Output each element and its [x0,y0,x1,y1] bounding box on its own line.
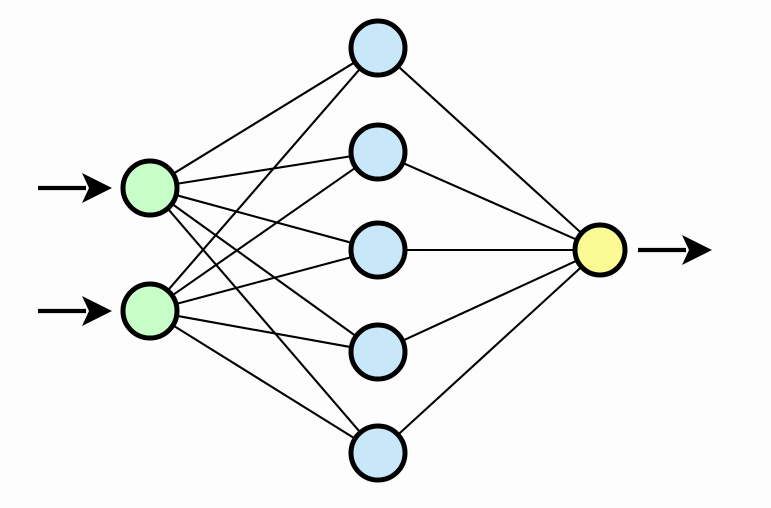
output-arrow-1-head [682,235,712,265]
hidden-node-3[interactable] [348,220,408,280]
edge-i1-h3 [173,193,355,245]
input-arrow-1 [38,173,112,203]
input-arrow-2-head [82,296,112,326]
edge-i2-h1 [165,65,363,294]
edge-group [165,60,585,441]
edge-i1-h2 [173,154,355,186]
hidden-node-2[interactable] [348,122,408,182]
io-arrow-group [38,173,712,326]
edge-i1-h4 [169,201,359,339]
hidden-node-4[interactable] [348,322,408,382]
hidden-node-5[interactable] [348,423,408,483]
edge-h2-o1 [399,161,581,242]
output-node-1[interactable] [572,222,628,278]
edge-i2-h4 [173,314,355,349]
node-group [120,18,628,483]
input-node-1[interactable] [120,158,180,218]
input-node-2[interactable] [120,281,180,341]
edge-h1-o1 [395,63,585,236]
edge-i1-h5 [165,205,363,436]
edge-i1-h1 [170,60,358,176]
edge-h5-o1 [395,264,585,438]
hidden-node-1[interactable] [348,18,408,78]
input-arrow-2 [38,296,112,326]
edge-i2-h5 [170,323,358,441]
edge-i2-h3 [173,255,355,306]
edge-i2-h2 [169,165,359,298]
input-arrow-1-head [82,173,112,203]
edge-h4-o1 [399,258,581,343]
output-arrow-1 [638,235,712,265]
